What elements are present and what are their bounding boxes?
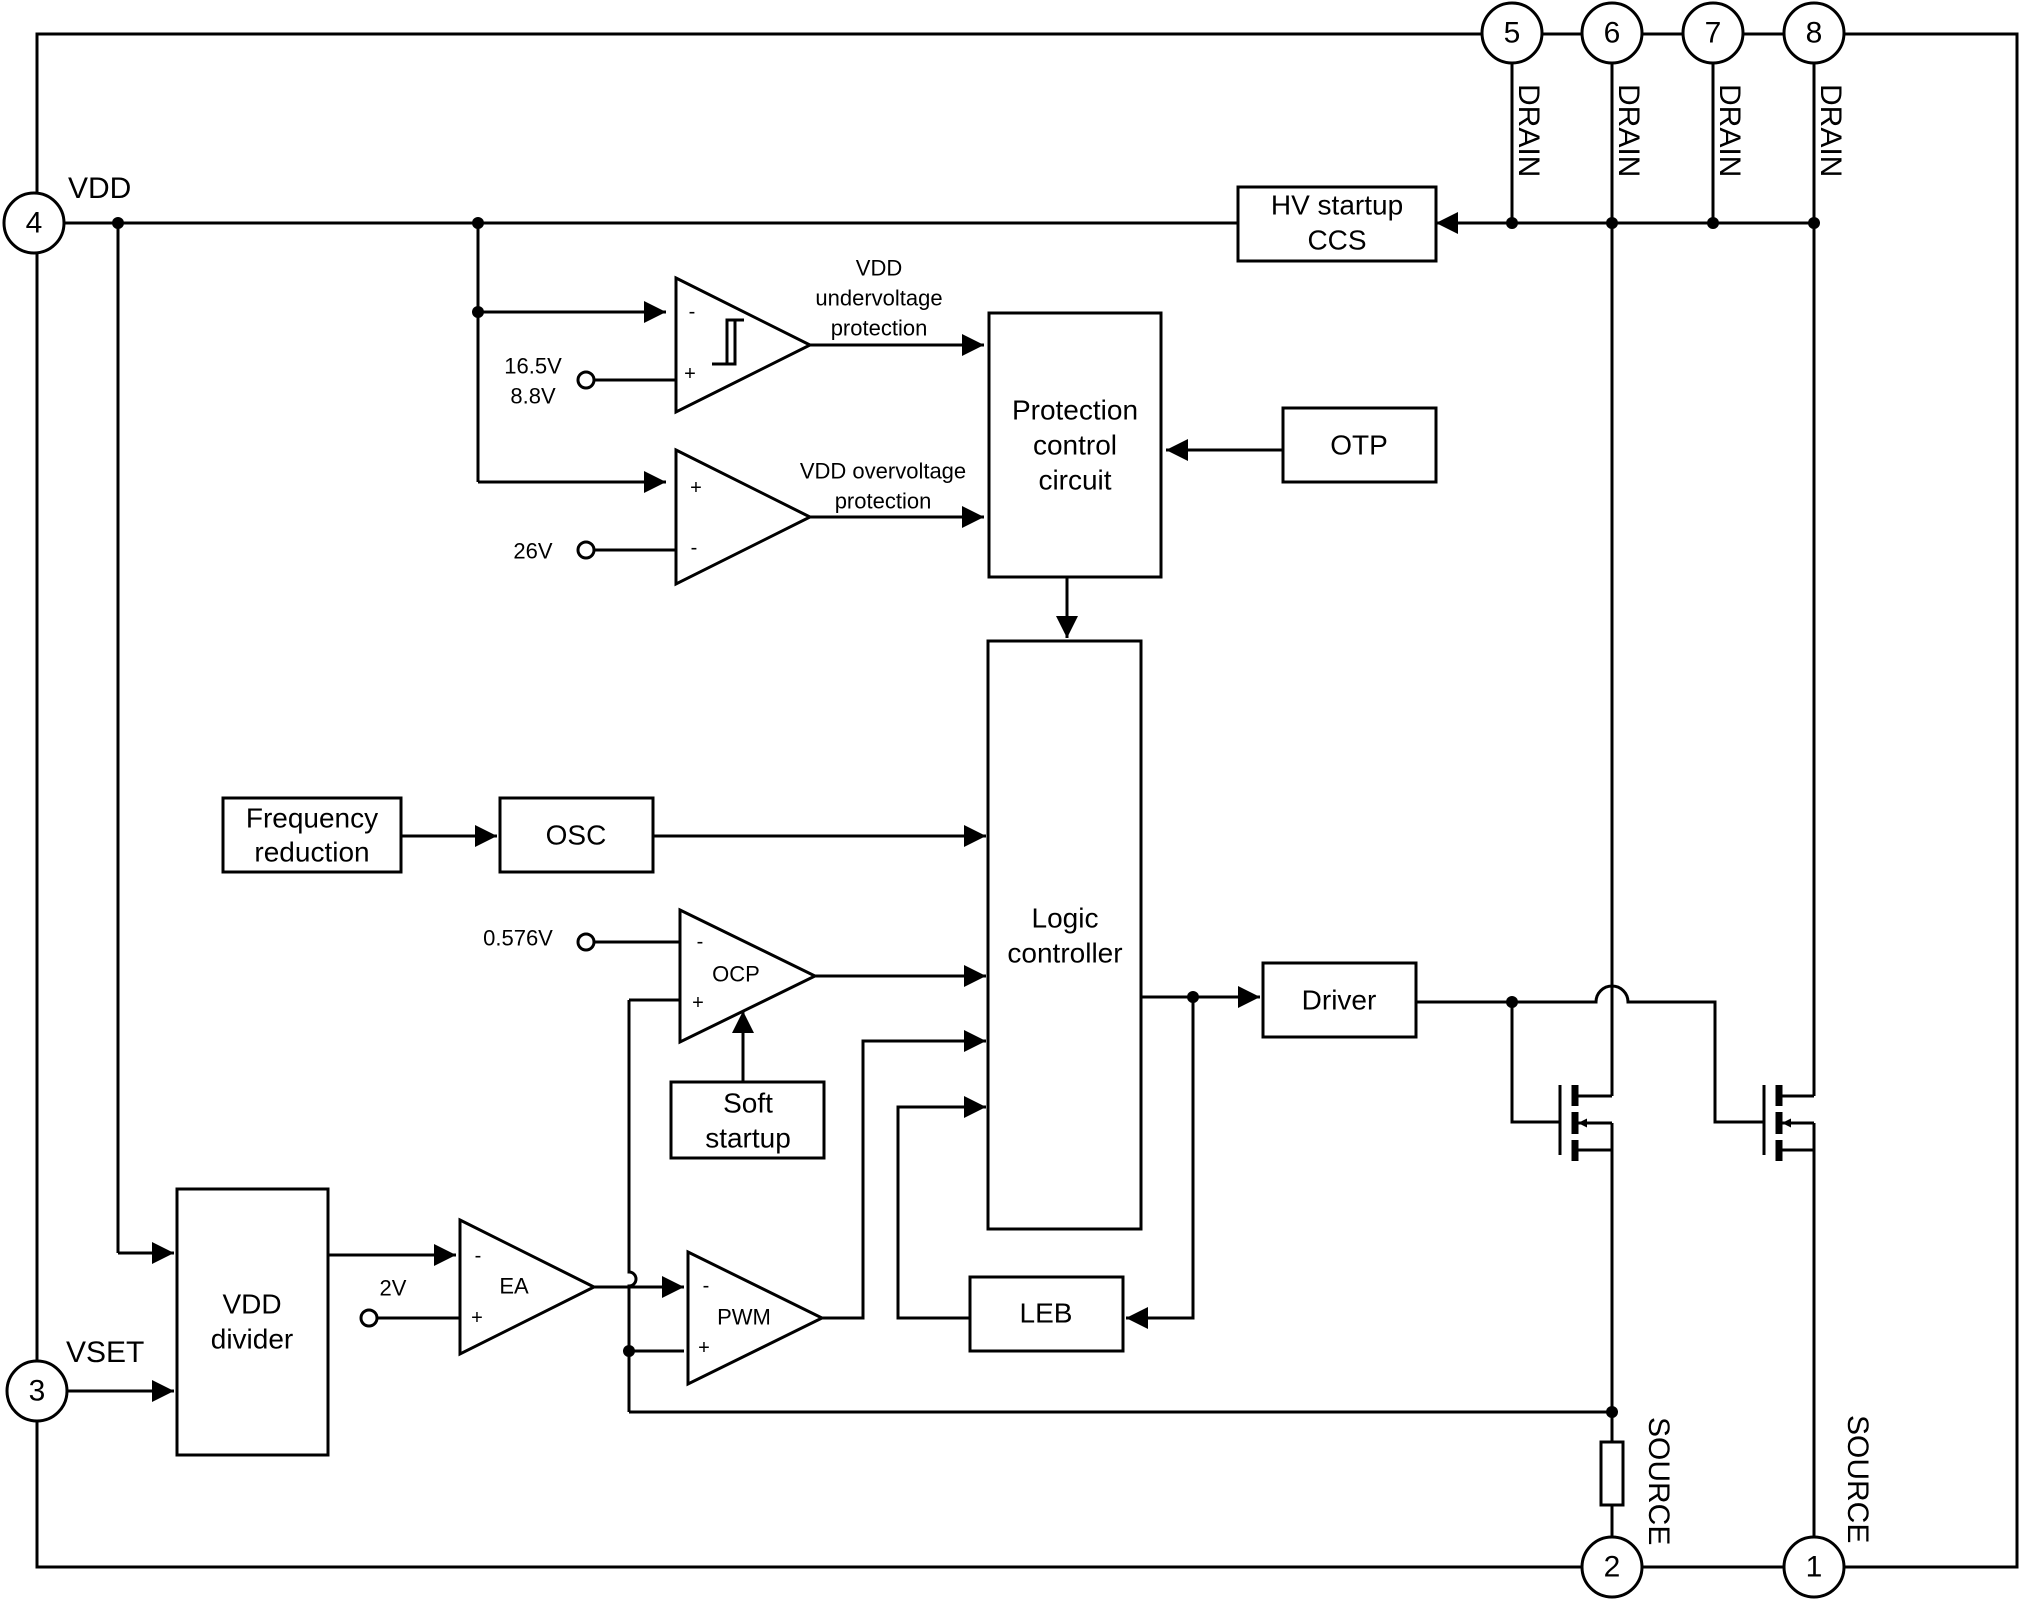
ea-comparator (458, 1217, 598, 1357)
pin-5-number: 5 (1504, 17, 1521, 50)
ovp-ref: 26V (513, 539, 552, 564)
vdd-divider-label-2: divider (211, 1324, 293, 1355)
pin-7[interactable] (1681, 1, 1745, 65)
uvp-comparator (674, 275, 814, 415)
driver-block (1261, 961, 1418, 1039)
otp-block (1281, 406, 1438, 484)
ocp-ref: 0.576V (483, 926, 553, 951)
leb-label: LEB (1020, 1298, 1073, 1329)
vdd-divider-block (175, 1187, 330, 1457)
ovp-label-1: VDD overvoltage (800, 459, 966, 484)
hv-startup-block (1236, 185, 1438, 263)
pin-6[interactable] (1580, 1, 1644, 65)
ea-plus: + (471, 1307, 483, 1329)
pin-1-number: 1 (1806, 1551, 1823, 1584)
ocp-label: OCP (712, 962, 760, 987)
chip-outline (35, 32, 2019, 1569)
sense-resistor (1599, 1440, 1625, 1507)
uvp-ref-1: 16.5V (504, 354, 562, 379)
protection-label-1: Protection (1012, 395, 1138, 426)
ovp-label-2: protection (835, 489, 932, 514)
uvp-ref-2: 8.8V (510, 384, 556, 409)
drain-label-8: DRAIN (1814, 84, 1847, 177)
uvp-minus: - (689, 301, 696, 323)
ocp-comparator (678, 907, 819, 1045)
pin-6-number: 6 (1604, 17, 1621, 50)
pin-4[interactable] (2, 191, 66, 255)
pin-2[interactable] (1580, 1535, 1644, 1599)
uvp-label-3: protection (831, 316, 928, 341)
soft-startup-block (669, 1080, 826, 1160)
ocp-minus: - (697, 931, 704, 953)
ovp-comparator (674, 447, 814, 587)
ovp-plus: + (690, 477, 702, 499)
logic-controller-block (986, 639, 1143, 1231)
pwm-plus: + (698, 1337, 710, 1359)
pin-8[interactable] (1782, 1, 1846, 65)
logic-label-1: Logic (1032, 903, 1099, 934)
pin-8-number: 8 (1806, 17, 1823, 50)
soft-startup-label-1: Soft (723, 1088, 773, 1119)
pwm-label: PWM (717, 1305, 771, 1330)
leb-block (968, 1275, 1125, 1353)
ea-ref: 2V (380, 1276, 407, 1301)
source-label-2: SOURCE (1642, 1417, 1675, 1545)
ea-label: EA (499, 1274, 529, 1299)
ocp-plus: + (692, 992, 704, 1014)
ovp-minus: - (691, 537, 698, 559)
pin-1[interactable] (1782, 1535, 1846, 1599)
pin-5[interactable] (1480, 1, 1544, 65)
freq-reduction-label-1: Frequency (246, 803, 378, 834)
pin-3[interactable] (5, 1359, 69, 1423)
osc-label: OSC (546, 820, 607, 851)
pin-7-number: 7 (1705, 17, 1722, 50)
pin-4-number: 4 (26, 207, 43, 240)
soft-startup-label-2: startup (705, 1123, 791, 1154)
protection-label-3: circuit (1038, 465, 1111, 496)
vset-pin-label: VSET (66, 1336, 144, 1369)
ea-minus: - (475, 1245, 482, 1267)
uvp-label-2: undervoltage (815, 286, 942, 311)
uvp-plus: + (684, 363, 696, 385)
hv-startup-label-2: CCS (1307, 225, 1366, 256)
otp-label: OTP (1330, 430, 1388, 461)
uvp-label-1: VDD (856, 256, 902, 281)
drain-label-7: DRAIN (1713, 84, 1746, 177)
driver-label: Driver (1302, 985, 1377, 1016)
logic-label-2: controller (1007, 938, 1122, 969)
protection-control-block (987, 311, 1163, 579)
hv-startup-label-1: HV startup (1271, 190, 1403, 221)
protection-label-2: control (1033, 430, 1117, 461)
pwm-minus: - (703, 1275, 710, 1297)
vdd-divider-label-1: VDD (222, 1289, 281, 1320)
hysteresis-icon (712, 318, 744, 366)
source-label-1: SOURCE (1841, 1415, 1874, 1543)
pin-3-number: 3 (29, 1375, 46, 1408)
vdd-pin-label: VDD (68, 172, 131, 205)
pin-2-number: 2 (1604, 1551, 1621, 1584)
drain-label-6: DRAIN (1612, 84, 1645, 177)
junction-dots (112, 217, 1820, 1418)
freq-reduction-label-2: reduction (254, 837, 369, 868)
pwm-comparator (686, 1249, 826, 1387)
drain-label-5: DRAIN (1512, 84, 1545, 177)
